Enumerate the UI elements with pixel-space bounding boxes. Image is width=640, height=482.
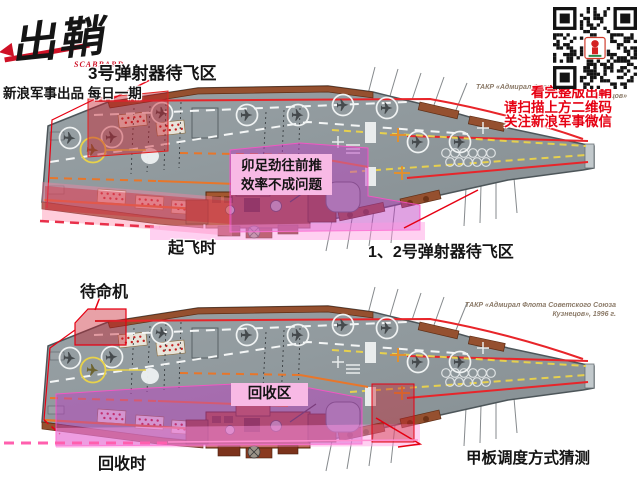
note-box-push-forward: 卯足劲往前推 效率不成问题	[231, 154, 332, 195]
leader-line-cat12	[403, 189, 479, 229]
label-zone3-catapult: 3号弹射器待飞区	[88, 64, 217, 83]
label-recovery-zone: 回收区	[231, 383, 308, 406]
caption-russian-bottom-line1: ТАКР «Адмирал Флота Советского Союза	[465, 302, 616, 309]
red-outline-stern-2	[43, 329, 76, 421]
brand-tagline: 新浪军事出品 每日一期	[3, 86, 142, 101]
qr-finder-patterns	[553, 7, 637, 89]
zone-standby-aircraft	[74, 308, 127, 346]
red-wedge-lines	[375, 417, 423, 448]
caption-russian-bottom: ТАКР «Адмирал Флота Советского Союза Куз…	[465, 301, 616, 319]
qr-caption: 看完整版出鞘 请扫描上方二维码 关注新浪军事微信	[504, 85, 612, 130]
label-recovery-phase: 回收时	[98, 456, 147, 473]
leader-line-zone3	[111, 79, 151, 100]
qr-code	[553, 7, 637, 89]
zone-cat3-standby	[87, 90, 169, 158]
caption-russian-bottom-line2: Кузнецов», 1996 г.	[552, 311, 616, 318]
note-line1: 卯足劲往前推	[241, 158, 322, 173]
logo-scabbard: SCABBARD	[74, 60, 125, 69]
qr-caption-line3: 关注新浪军事微信	[504, 114, 612, 129]
qr-caption-line2: 请扫描上方二维码	[504, 99, 612, 115]
caption-russian-top-line2: Кузнецов»	[590, 93, 627, 100]
leader-line-standby	[94, 296, 101, 311]
caption-russian-top-line1: ТАКР «Адмирал Флота Советского Союза	[476, 84, 627, 91]
caption-russian-top: ТАКР «Адмирал Флота Советского Союза Куз…	[476, 83, 627, 101]
zone-red-waist	[371, 383, 415, 443]
label-takeoff-phase: 起飞时	[168, 240, 217, 257]
red-outline-stern	[46, 98, 96, 209]
overlays-recovery	[4, 296, 423, 448]
label-deck-scheduling-guess: 甲板调度方式猜测	[466, 450, 591, 467]
zone-red-stern-strip	[45, 186, 230, 224]
red-dashed-boundary	[39, 219, 161, 229]
zone-pink-under	[150, 222, 425, 240]
note-line2: 效率不成问题	[241, 177, 322, 192]
red-dashed-corner	[43, 419, 61, 435]
label-standby-aircraft: 待命机	[80, 284, 129, 301]
pink-thin-line	[167, 439, 419, 443]
qr-center-logo	[584, 36, 606, 60]
label-zone12-catapult: 1、2号弹射器待飞区	[368, 244, 514, 261]
